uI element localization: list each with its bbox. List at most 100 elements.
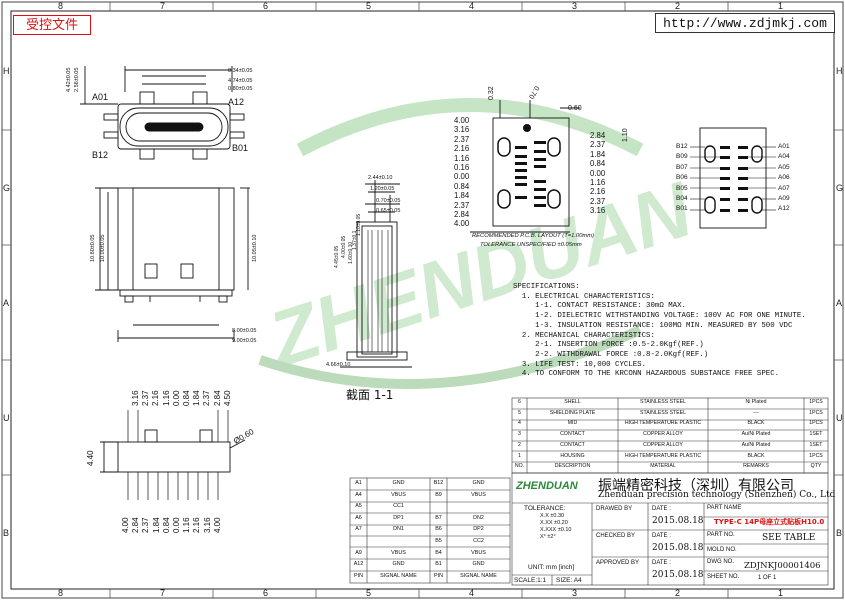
grid-bottom-5: 5 bbox=[366, 588, 372, 598]
grid-side-left-h: H bbox=[3, 66, 10, 76]
bottom-top-dim: 1.84 bbox=[192, 390, 202, 406]
bom-cell: CONTACT bbox=[560, 441, 585, 448]
spec-line: 1-1. CONTACT RESISTANCE: 30mΩ MAX. bbox=[513, 302, 686, 311]
tolerance-3: X.XXX ±0.10 bbox=[540, 527, 572, 533]
grid-side-right-a: A bbox=[836, 298, 843, 308]
bottom-top-dim: 2.16 bbox=[151, 390, 161, 406]
part-name-value: TYPE-C 14P母座立式贴板H10.0 bbox=[714, 518, 825, 526]
bom-cell: STAINLESS STEEL bbox=[639, 399, 687, 405]
spec-line: 1. ELECTRICAL CHARACTERISTICS: bbox=[513, 292, 655, 301]
grid-bottom-6: 6 bbox=[263, 588, 269, 598]
date-label-1: DATE : bbox=[652, 506, 671, 512]
pcb-left-dim: 0.16 bbox=[454, 163, 470, 173]
bom-cell: 1 bbox=[518, 452, 521, 459]
spec-line: 4. TO CONFORM TO THE KRCONN HAZARDOUS SU… bbox=[513, 370, 780, 379]
signal-cell: VBUS bbox=[391, 549, 406, 556]
pcb-right-dim: 2.84 bbox=[590, 131, 606, 140]
pcb-dim-0-60: 0.60 bbox=[568, 105, 582, 112]
bottom-top-dim: 0.00 bbox=[171, 390, 181, 406]
label-b01: B01 bbox=[232, 143, 249, 153]
dim-2-56: 2.56±0.05 bbox=[74, 67, 80, 92]
grid-side-left-u: U bbox=[3, 413, 10, 423]
signal-cell: A4 bbox=[355, 491, 362, 498]
dim-10-00: 10.00±0.05 bbox=[100, 234, 106, 263]
bottom-top-dim: 4.50 bbox=[222, 390, 232, 406]
bom-cell: HIGH TEMPERATURE PLASTIC bbox=[624, 452, 702, 459]
grid-top-4: 4 bbox=[469, 1, 475, 11]
pcb-left-dim: 2.16 bbox=[454, 144, 470, 154]
grid-bottom-3: 3 bbox=[572, 588, 578, 598]
bottom-top-dim: 3.16 bbox=[131, 390, 140, 406]
tolerance-label: TOLERANCE: bbox=[524, 505, 566, 512]
dim-1-20: 1.20±0.05 bbox=[370, 186, 395, 192]
bom-cell: NO. bbox=[514, 463, 525, 470]
pcb-left-dim: 0.84 bbox=[454, 181, 470, 191]
signal-cell: GND bbox=[392, 480, 405, 486]
label-b12: B12 bbox=[92, 150, 109, 160]
pin-label-right: A09 bbox=[778, 195, 790, 203]
front-view bbox=[95, 187, 250, 342]
dim-1-10: 1.10±0.05 bbox=[356, 213, 362, 236]
bottom-bottom-dim: 2.37 bbox=[141, 517, 151, 533]
signal-cell: PIN bbox=[354, 572, 363, 579]
signal-cell: SIGNAL NAME bbox=[380, 572, 417, 579]
grid-bottom-8: 8 bbox=[58, 588, 64, 598]
bom-cell: 1PCS bbox=[809, 452, 823, 459]
date-value-3: 2015.08.18 bbox=[652, 570, 704, 580]
bom-cell: Ni Plated bbox=[745, 399, 767, 405]
grid-side-left-g: G bbox=[3, 183, 11, 193]
dwg-no-value: ZDJNKJ00001406 bbox=[744, 561, 821, 571]
top-view bbox=[80, 66, 245, 160]
title-block-grid bbox=[511, 472, 829, 586]
bom-cell: 5 bbox=[518, 409, 521, 416]
bottom-bottom-dim: 0.00 bbox=[172, 517, 181, 533]
pcb-right-dim: 1.16 bbox=[590, 178, 606, 188]
dim-0-65: 0.65±0.05 bbox=[376, 208, 401, 214]
sheet-no-label: SHEET NO. bbox=[707, 574, 740, 580]
bom-cell: STAINLESS STEEL bbox=[639, 409, 687, 416]
dim-4-74: 4.74±0.05 bbox=[228, 78, 253, 84]
grid-bottom-1: 1 bbox=[778, 588, 784, 598]
bottom-bottom-dim: 1.84 bbox=[151, 517, 161, 533]
pin-label-right: A07 bbox=[778, 184, 790, 192]
date-label-3: DATE : bbox=[652, 560, 671, 566]
signal-cell: DP1 bbox=[393, 514, 404, 521]
grid-side-left-b: B bbox=[3, 528, 10, 538]
pin-label-left: B04 bbox=[676, 195, 688, 203]
spec-line: 1-2. DIELECTRIC WITHSTANDING VOLTAGE: 10… bbox=[513, 312, 806, 321]
pin-label-right: A01 bbox=[778, 143, 790, 150]
signal-cell: GND bbox=[472, 561, 485, 568]
sheet-no-value: 1 OF 1 bbox=[758, 575, 777, 581]
label-a12: A12 bbox=[228, 97, 245, 107]
signal-cell: B7 bbox=[435, 514, 442, 521]
grid-side-right-g: G bbox=[836, 183, 844, 193]
pcb-left-dim: 2.84 bbox=[454, 210, 470, 220]
bom-table-grid bbox=[511, 397, 829, 474]
pcb-left-dim: 1.16 bbox=[454, 153, 470, 163]
grid-side-right-h: H bbox=[836, 66, 843, 76]
pin-label-left: B07 bbox=[676, 163, 688, 171]
bottom-bottom-dim: 1.16 bbox=[182, 517, 192, 533]
signal-cell: A5 bbox=[355, 503, 362, 510]
bom-cell: 1SET bbox=[809, 441, 823, 448]
part-no-label: PART NO. bbox=[707, 532, 735, 538]
pcb-left-dim: 4.00 bbox=[454, 219, 470, 229]
signal-cell: B5 bbox=[435, 538, 442, 544]
checked-by-label: CHECKED BY bbox=[596, 533, 636, 539]
dim-9-00: 9.00±0.05 bbox=[232, 338, 257, 344]
bom-cell: MID bbox=[567, 420, 578, 427]
date-value-1: 2015.08.18 bbox=[652, 516, 704, 526]
dim-10-60: 10.60±0.05 bbox=[90, 234, 96, 263]
website-url[interactable]: http://www.zdjmkj.com bbox=[655, 13, 835, 33]
grid-side-right-b: B bbox=[836, 528, 843, 538]
dim-4-66: 4.66±0.10 bbox=[326, 362, 351, 368]
signal-table-grid bbox=[349, 477, 511, 584]
grid-top-5: 5 bbox=[366, 1, 372, 11]
signal-cell: B9 bbox=[435, 491, 442, 498]
signal-cell: CC1 bbox=[393, 503, 404, 510]
signal-cell: DP2 bbox=[473, 526, 484, 533]
stamp-label: 受控文件 bbox=[13, 15, 91, 35]
pcb-right-dim: 2.16 bbox=[590, 187, 606, 197]
pcb-left-dim: 2.37 bbox=[454, 200, 470, 210]
